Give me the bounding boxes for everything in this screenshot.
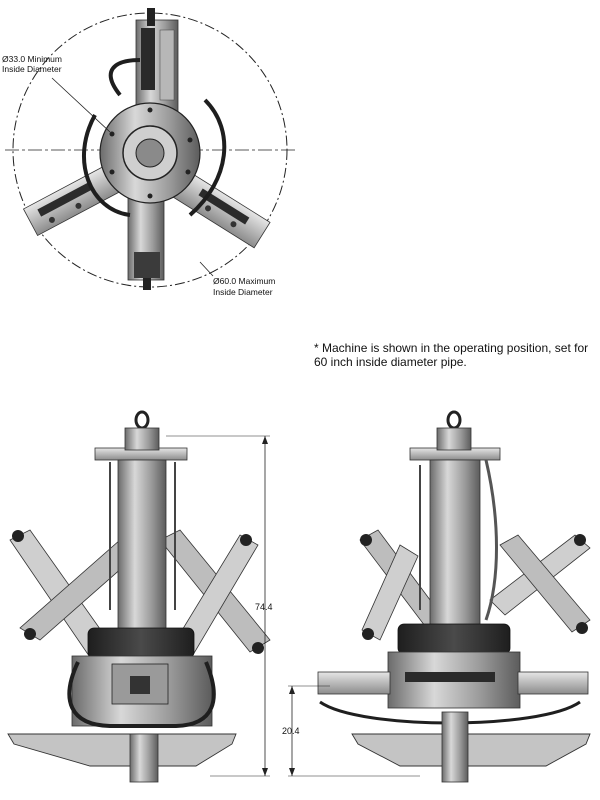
side-base-plate — [351, 733, 591, 767]
side-right-cylinder — [517, 671, 589, 695]
top-arm-right — [173, 171, 271, 249]
top-hoses — [81, 58, 227, 217]
side-base-dim-label: 20.4 — [282, 726, 300, 736]
max-diameter-leader — [199, 261, 214, 277]
side-lifting-eye — [446, 410, 462, 430]
top-arm-up — [135, 8, 179, 113]
note-line-1: * Machine is shown in the operating posi… — [314, 341, 588, 355]
front-dark-ring — [87, 627, 195, 659]
front-height-dim-label: 74.4 — [255, 602, 273, 612]
min-diameter-label-line2: Inside Diameter — [2, 64, 62, 74]
top-hub-bolts — [109, 107, 193, 199]
side-dark-ring — [397, 623, 511, 655]
front-base-plate — [7, 733, 237, 767]
top-lower-cylinder — [127, 194, 165, 290]
front-hose-loop — [67, 661, 216, 728]
side-main-column — [429, 459, 481, 626]
front-main-column — [117, 459, 167, 631]
front-lifting-eye — [134, 410, 150, 430]
front-arm-right — [159, 529, 271, 661]
top-arm-left — [22, 161, 127, 237]
max-diameter-label-line2: Inside Diameter — [213, 287, 273, 297]
side-arm-right — [489, 534, 591, 634]
top-view: Ø33.0 Minimum Inside Diameter Ø60.0 Maxi… — [2, 8, 298, 297]
side-left-cylinder — [317, 671, 391, 695]
front-view: 74.4 — [7, 410, 273, 783]
max-diameter-label-line1: Ø60.0 Maximum — [213, 276, 275, 286]
side-view: 20.4 — [282, 410, 591, 783]
min-diameter-label-line1: Ø33.0 Minimum — [2, 54, 62, 64]
note-block: * Machine is shown in the operating posi… — [314, 341, 588, 369]
note-line-2: 60 inch inside diameter pipe. — [314, 355, 467, 369]
min-diameter-leader — [51, 77, 111, 133]
